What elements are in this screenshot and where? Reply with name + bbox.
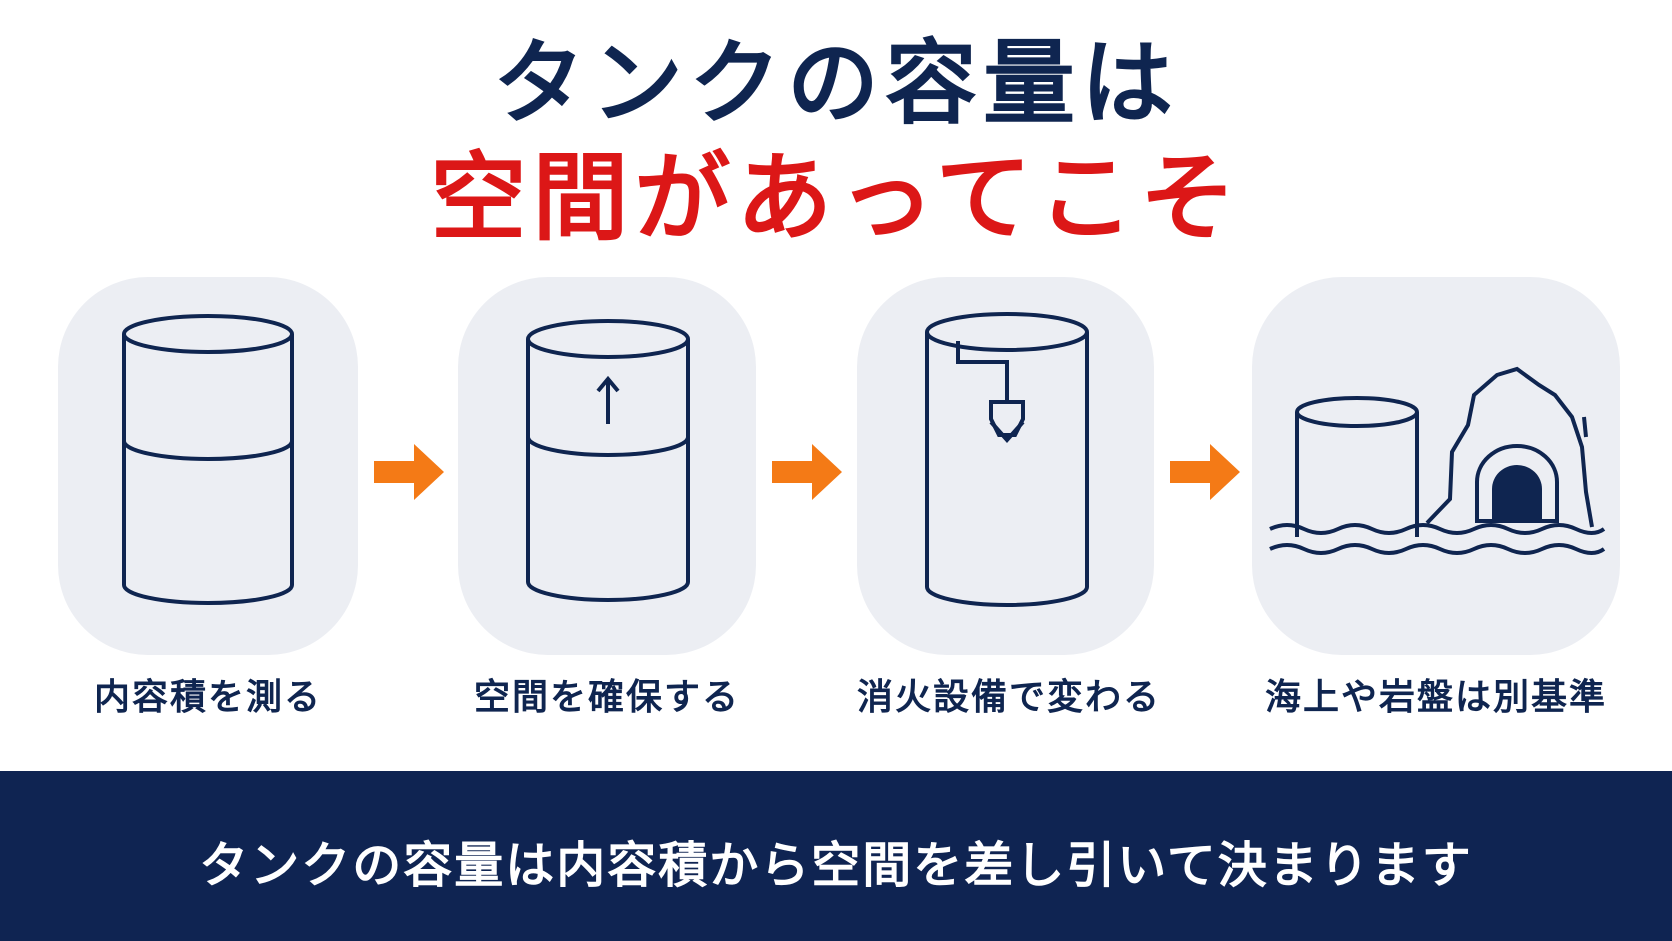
step-card-sea-rock bbox=[1252, 277, 1620, 655]
tank-icon bbox=[122, 314, 294, 605]
step-label-headspace: 空間を確保する bbox=[473, 677, 740, 718]
arrow-right-icon bbox=[772, 444, 842, 500]
step-label-fire-suppression: 消火設備で変わる bbox=[857, 677, 1162, 718]
tank-sea-rock-icon bbox=[1269, 366, 1606, 555]
footer-text: タンクの容量は内容積から空間を差し引いて決まります bbox=[199, 837, 1473, 894]
title-line-2: 空間があってこそ bbox=[430, 142, 1242, 254]
title-line-1: タンクの容量は bbox=[492, 30, 1179, 137]
footer-banner: タンクの容量は内容積から空間を差し引いて決まります bbox=[0, 771, 1672, 941]
arrow-right-icon bbox=[374, 444, 444, 500]
step-label-measure: 内容積を測る bbox=[93, 677, 322, 718]
step-card-headspace bbox=[458, 277, 756, 655]
tank-headspace-icon bbox=[526, 319, 690, 602]
step-label-sea-rock: 海上や岩盤は別基準 bbox=[1264, 677, 1607, 718]
step-card-fire-suppression bbox=[857, 277, 1154, 655]
step-card-measure bbox=[58, 277, 358, 655]
arrow-right-icon bbox=[1170, 444, 1240, 500]
tank-fire-suppression-icon bbox=[925, 312, 1089, 607]
